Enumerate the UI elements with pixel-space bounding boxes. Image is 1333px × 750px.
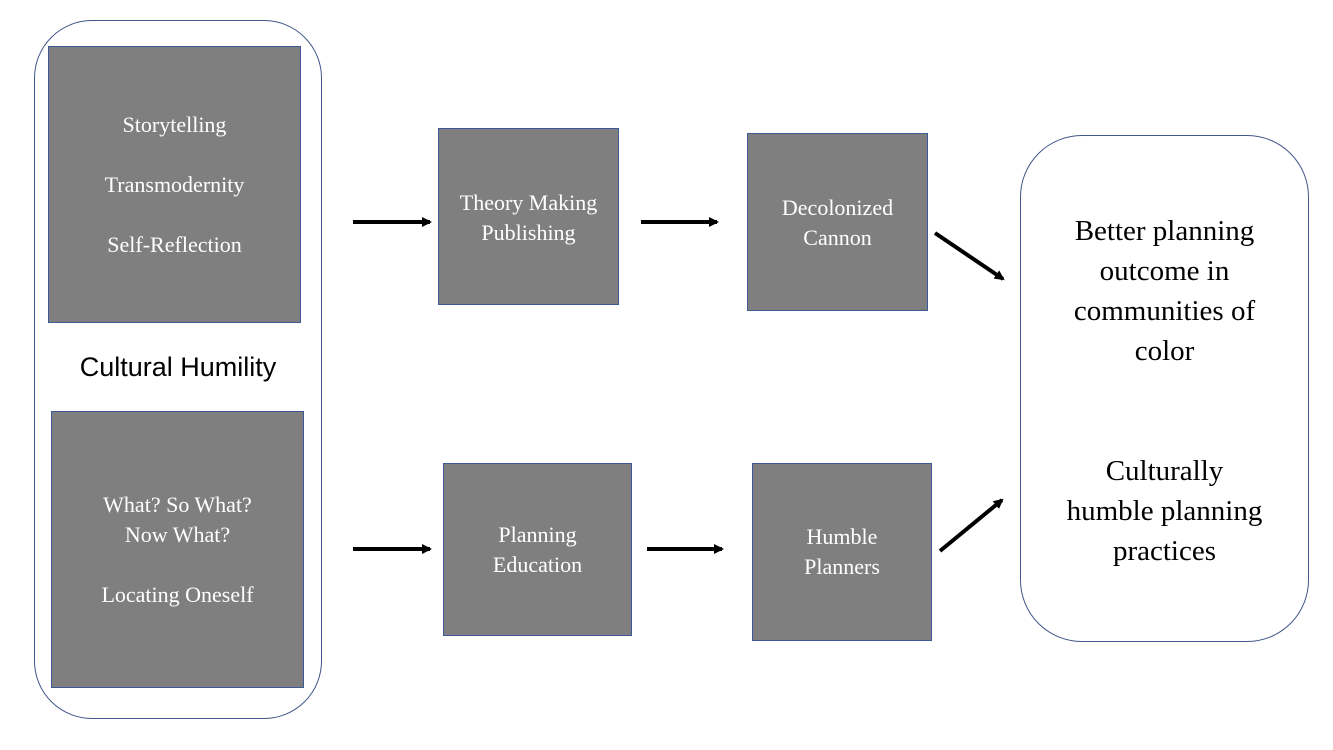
storytelling-text: Storytelling xyxy=(122,111,227,137)
theory-making-line-2: Publishing xyxy=(481,220,576,245)
decolonized-cannon-box: Decolonized Cannon xyxy=(747,133,928,311)
practices-box: Storytelling Transmodernity Self-Reflect… xyxy=(48,46,301,323)
better-outcome-line-2: outcome in xyxy=(1099,255,1230,287)
humble-practices-line-2: humble planning xyxy=(1066,495,1263,527)
better-outcome-line-3: communities of xyxy=(1073,295,1256,327)
self-reflection-text: Self-Reflection xyxy=(107,231,242,257)
better-outcome-text: Better planning outcome in communities o… xyxy=(1020,211,1309,371)
reflection-questions-box: What? So What? Now What? Locating Onesel… xyxy=(51,411,304,688)
question-line-1: What? So What? xyxy=(103,491,252,517)
decolonized-cannon-line-2: Cannon xyxy=(803,225,872,250)
question-line-2: Now What? xyxy=(124,521,231,547)
humble-practices-line-3: practices xyxy=(1112,535,1217,567)
arrow-bottom-3 xyxy=(938,498,1004,553)
theory-making-line-1: Theory Making xyxy=(459,190,598,215)
cultural-humility-title: Cultural Humility xyxy=(79,352,277,382)
outcome-container xyxy=(1020,135,1309,642)
better-outcome-line-1: Better planning xyxy=(1074,215,1255,247)
arrow-top-3 xyxy=(933,231,1005,281)
better-outcome-line-4: color xyxy=(1134,335,1195,367)
locating-oneself-text: Locating Oneself xyxy=(101,581,254,607)
humble-practices-text: Culturally humble planning practices xyxy=(1020,451,1309,571)
planning-education-line-1: Planning xyxy=(498,521,577,547)
humble-planners-line-2: Planners xyxy=(804,554,880,579)
planning-education-line-2: Education xyxy=(492,551,583,577)
humble-planners-line-1: Humble xyxy=(806,524,878,549)
humble-practices-line-1: Culturally xyxy=(1105,455,1224,487)
decolonized-cannon-line-1: Decolonized xyxy=(781,195,894,220)
humble-planners-box: Humble Planners xyxy=(752,463,932,641)
transmodernity-text: Transmodernity xyxy=(104,171,245,197)
theory-making-box: Theory Making Publishing xyxy=(438,128,619,305)
planning-education-box: Planning Education xyxy=(443,463,632,636)
